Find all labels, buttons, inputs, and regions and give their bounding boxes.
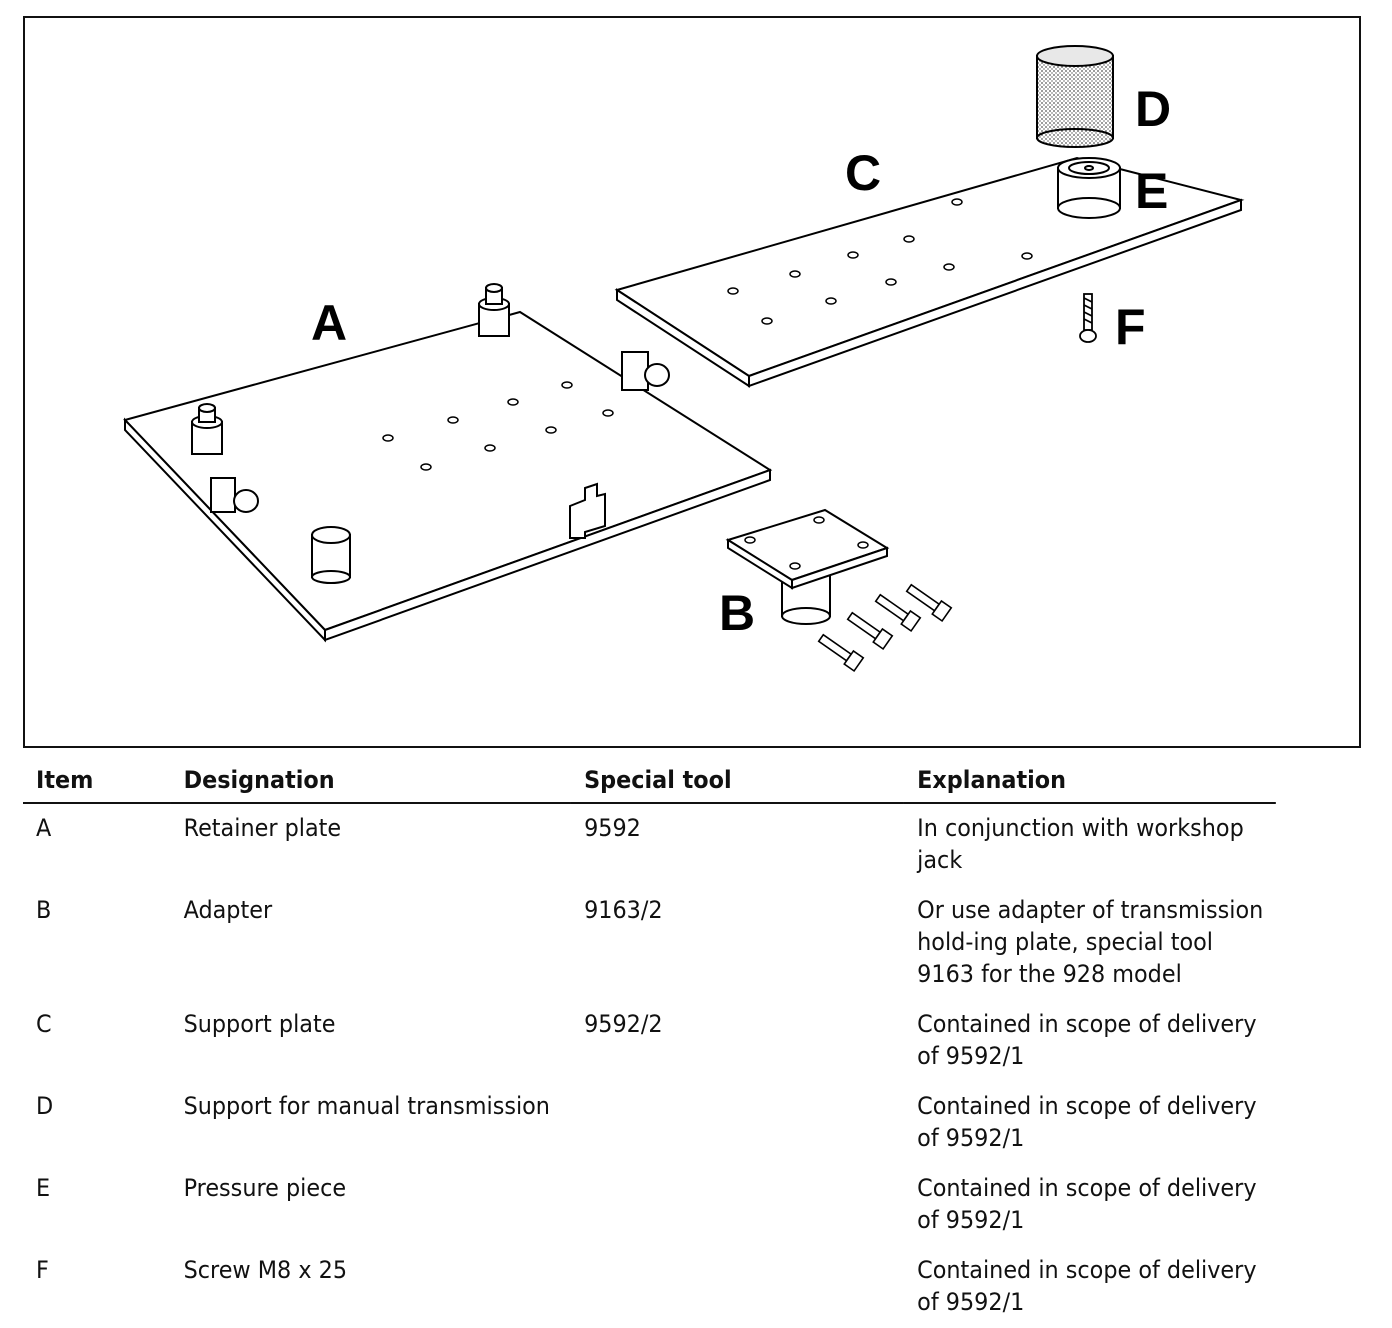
retainer-plate-a (123, 283, 773, 643)
header-special-tool: Special tool (571, 760, 905, 804)
cell-item: C (36, 1010, 52, 1038)
cell-explanation: Contained in scope of delivery of 9592/1 (917, 1010, 1257, 1070)
table-row: B Adapter 9163/2 Or use adapter of trans… (23, 886, 1276, 1000)
cell-special-tool: 9592/2 (584, 1010, 663, 1038)
pressure-piece-e (1057, 157, 1121, 219)
table-row: E Pressure piece Contained in scope of d… (23, 1164, 1276, 1246)
cell-designation: Retainer plate (183, 814, 342, 842)
cell-designation: Pressure piece (183, 1174, 347, 1202)
table-row: D Support for manual transmission Contai… (23, 1082, 1276, 1164)
table-header-row: Item Designation Special tool Explanatio… (23, 760, 1276, 804)
cell-special-tool (571, 1164, 904, 1246)
support-cylinder-d (1036, 45, 1114, 148)
callout-b: B (719, 585, 755, 641)
callout-d: D (1135, 81, 1171, 137)
header-explanation: Explanation (904, 760, 1276, 804)
tool-table: Item Designation Special tool Explanatio… (23, 760, 1276, 1328)
cell-item: B (36, 896, 52, 924)
cell-special-tool: 9163/2 (584, 896, 663, 924)
callout-a: A (311, 295, 347, 351)
adapter-b (725, 508, 953, 673)
header-designation: Designation (170, 760, 572, 804)
cell-designation: Support for manual transmission (183, 1092, 550, 1120)
cell-explanation: In conjunction with workshop jack (917, 814, 1244, 874)
table-row: F Screw M8 x 25 Contained in scope of de… (23, 1246, 1276, 1328)
tool-illustration: A B C D E F (123, 45, 1245, 673)
callout-c: C (845, 145, 881, 201)
figure-frame: A B C D E F (23, 16, 1361, 748)
cell-explanation: Or use adapter of transmission hold-ing … (917, 896, 1264, 988)
cell-item: E (36, 1174, 51, 1202)
cell-designation: Support plate (183, 1010, 336, 1038)
callout-e: E (1135, 163, 1168, 219)
cell-explanation: Contained in scope of delivery of 9592/1 (917, 1256, 1257, 1316)
cell-explanation: Contained in scope of delivery of 9592/1 (917, 1174, 1257, 1234)
cell-special-tool (571, 1246, 904, 1328)
table-row: A Retainer plate 9592 In conjunction wit… (23, 803, 1276, 886)
cell-item: D (36, 1092, 54, 1120)
cell-designation: Adapter (183, 896, 273, 924)
cell-special-tool: 9592 (584, 814, 641, 842)
screw-f (1079, 293, 1097, 343)
cell-explanation: Contained in scope of delivery of 9592/1 (917, 1092, 1257, 1152)
cell-designation: Screw M8 x 25 (183, 1256, 348, 1284)
table-row: C Support plate 9592/2 Contained in scop… (23, 1000, 1276, 1082)
header-item: Item (23, 760, 171, 804)
cell-special-tool (571, 1082, 904, 1164)
callout-f: F (1115, 299, 1146, 355)
cell-item: F (36, 1256, 49, 1284)
cell-item: A (36, 814, 52, 842)
